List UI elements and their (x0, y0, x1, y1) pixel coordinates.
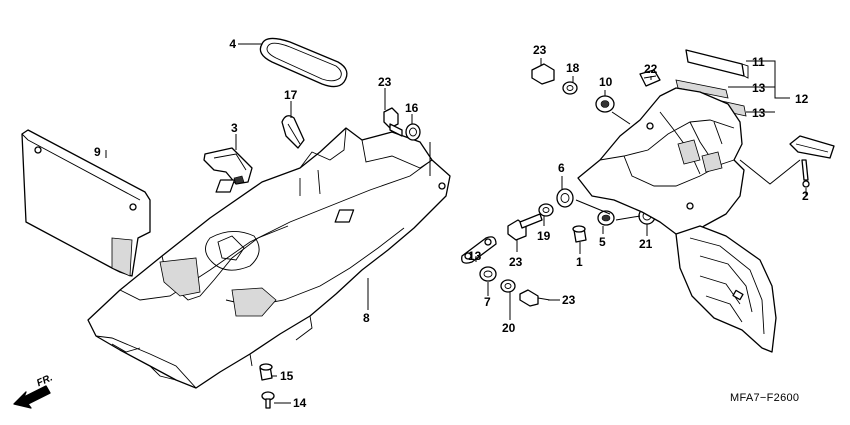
callout-15: 14 (293, 396, 307, 410)
part-13-pad-upper (675, 79, 729, 99)
callout-11: 11 (752, 55, 765, 69)
part-23-bolt-top (531, 63, 555, 85)
callout-labels: 9 4 3 17 23 16 8 13 7 20 23 15 14 23 18 … (94, 37, 809, 410)
part-19-clip (281, 115, 305, 149)
callout-23-top: 23 (533, 43, 547, 57)
part-9-splash-plate (21, 129, 151, 277)
callout-20: 22 (644, 62, 658, 76)
callout-12: 12 (795, 92, 809, 106)
diagram-code: MFA7−F2600 (730, 392, 799, 404)
part-10-grommet (595, 95, 615, 113)
part-15-screw (261, 391, 275, 409)
callout-10: 10 (599, 75, 613, 89)
callout-14: 13 (468, 249, 482, 263)
part-6-collar (556, 188, 574, 208)
callout-16: 15 (280, 369, 294, 383)
callout-1: 1 (576, 255, 583, 269)
callout-9: 9 (94, 145, 101, 159)
part-12-license-bracket (577, 87, 777, 353)
callout-17: 16 (405, 101, 419, 115)
part-8-rear-fender (87, 127, 451, 389)
callout-6: 6 (558, 161, 565, 175)
part-20-clip (639, 69, 661, 87)
part-5-grommet (597, 210, 615, 226)
callout-18-top: 18 (566, 61, 580, 75)
callout-13-lower: 13 (752, 106, 766, 120)
part-11-pad (685, 49, 749, 79)
callout-18-low: 20 (502, 321, 516, 335)
callout-7: 7 (484, 295, 491, 309)
callout-5: 5 (599, 235, 606, 249)
callout-19: 17 (284, 88, 298, 102)
callout-23-mid: 23 (509, 255, 523, 269)
callout-21: 23 (378, 75, 392, 89)
part-3-bracket (203, 147, 253, 185)
part-14-stay (461, 236, 497, 264)
part-2-lens (789, 135, 835, 188)
part-18-washer-mid (538, 203, 554, 217)
part-23-bolt-mid (507, 213, 543, 241)
callout-18-mid: 19 (537, 229, 551, 243)
part-16-grommet (259, 363, 273, 381)
callout-13-upper: 13 (752, 81, 766, 95)
part-7-collar (479, 266, 497, 282)
part-17-collar (405, 123, 421, 141)
part-23-bolt-low (519, 289, 551, 307)
direction-label: FR. (35, 372, 54, 389)
callout-22: 21 (639, 237, 653, 251)
part-18-washer-top (562, 81, 578, 95)
callout-3: 3 (231, 121, 238, 135)
part-21-bolt (383, 107, 403, 137)
callout-23-low: 23 (562, 293, 576, 307)
leader-lines (105, 43, 807, 404)
callout-8: 8 (363, 311, 370, 325)
part-18-washer-low (500, 279, 516, 293)
part-1-grommet (572, 225, 587, 243)
part-4-seal (259, 37, 348, 88)
front-direction-arrow-icon (13, 385, 51, 409)
callout-2: 2 (802, 189, 809, 203)
callout-4: 4 (229, 37, 236, 51)
